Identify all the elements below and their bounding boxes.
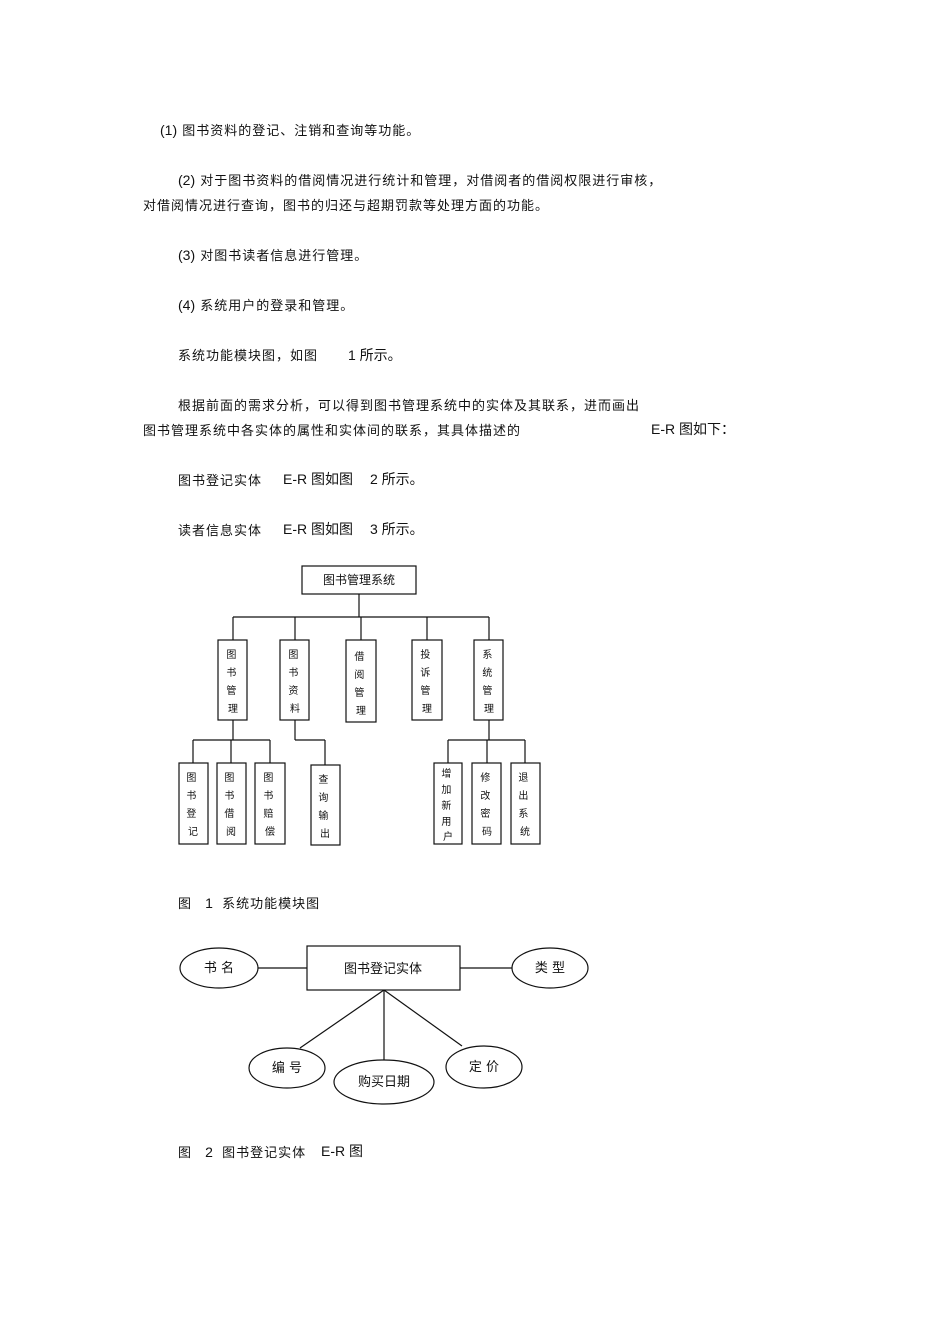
list-item-3: (3) 对图书读者信息进行管理。 <box>178 247 369 264</box>
tree-node-system-management: 系 统 管 理 <box>473 639 504 721</box>
svg-text:图 书 资 料: 图 书 资 料 <box>288 649 301 715</box>
svg-text:修 改 密 码: 修 改 密 码 <box>480 771 493 838</box>
figure-1-caption: 图 1 系统功能模块图 <box>178 895 321 912</box>
svg-text:编 号: 编 号 <box>272 1061 302 1076</box>
svg-text:类 型: 类 型 <box>535 961 565 976</box>
svg-text:系 统 管 理: 系 统 管 理 <box>482 649 495 715</box>
svg-text:图 书 登 记: 图 书 登 记 <box>186 772 199 838</box>
paragraph-er-intro-line1: 根据前面的需求分析，可以得到图书管理系统中的实体及其联系，进而画出 <box>178 399 641 414</box>
tree-node-borrow-management: 借 阅 管 理 <box>345 639 377 723</box>
tree-root-label: 图书管理系统 <box>323 572 395 587</box>
er-entity-book-register: 图书登记实体 <box>306 945 461 991</box>
paragraph-book-entity-fig: 2 所示。 <box>370 471 424 487</box>
tree-node-book-register: 图 书 登 记 <box>178 762 209 845</box>
paragraph-book-entity-er: E-R 图如图 <box>283 471 353 487</box>
svg-text:投 诉 管 理: 投 诉 管 理 <box>420 648 433 715</box>
er-attr-id: 编 号 <box>248 1047 326 1089</box>
paragraph-reader-entity-ref: 读者信息实体 <box>178 524 263 539</box>
svg-text:书 名: 书 名 <box>204 960 234 976</box>
svg-text:图 书 借 阅: 图 书 借 阅 <box>224 772 237 838</box>
er-attr-purchase-date: 购买日期 <box>333 1059 435 1105</box>
svg-text:增 加 新 用: 增 加 新 用 户 <box>441 767 454 843</box>
tree-node-add-user: 增 加 新 用 户 <box>433 762 463 845</box>
svg-text:查 询 输 出: 查 询 输 出 <box>318 773 331 840</box>
tree-node-query-output: 查 询 输 出 <box>310 764 341 846</box>
svg-text:图书登记实体: 图书登记实体 <box>344 962 422 977</box>
paragraph-book-entity-ref: 图书登记实体 <box>178 474 263 489</box>
svg-text:定 价: 定 价 <box>469 1060 499 1075</box>
list-item-1: (1) 图书资料的登记、注销和查询等功能。 <box>160 122 421 139</box>
tree-root-box <box>301 565 417 595</box>
tree-node-book-data: 图 书 资 料 <box>279 639 310 721</box>
paragraph-reader-entity-fig: 3 所示。 <box>370 521 424 537</box>
er-attr-type: 类 型 <box>511 947 589 989</box>
er-diagram: 图书登记实体 书 名 类 型 编 号 购买日期 定 价 <box>179 945 589 1105</box>
svg-text:借 阅 管 理: 借 阅 管 理 <box>354 651 367 717</box>
tree-node-exit-system: 退 出 系 统 <box>510 762 541 845</box>
list-item-2: (2) 对于图书资料的借阅情况进行统计和管理，对借阅者的借阅权限进行审核， <box>178 172 663 189</box>
tree-node-book-compensation: 图 书 赔 偿 <box>254 762 286 845</box>
svg-text:图 书 管 理: 图 书 管 理 <box>226 649 239 715</box>
module-tree-diagram: 图书管理系统 图 书 管 理 图 书 资 料 借 阅 管 理 <box>178 565 541 846</box>
list-item-2-continuation: 对借阅情况进行查询，图书的归还与超期罚款等处理方面的功能。 <box>143 199 550 214</box>
svg-text:购买日期: 购买日期 <box>358 1074 410 1090</box>
list-item-4: (4) 系统用户的登录和管理。 <box>178 297 355 314</box>
er-attr-price: 定 价 <box>445 1045 523 1089</box>
svg-text:图 书 赔 偿: 图 书 赔 偿 <box>263 772 276 838</box>
svg-text:退 出 系 统: 退 出 系 统 <box>518 772 531 838</box>
tree-node-book-borrow: 图 书 借 阅 <box>216 762 247 845</box>
tree-node-book-management: 图 书 管 理 <box>217 639 248 721</box>
figure-2-caption: 图 2 图书登记实体 <box>178 1144 307 1161</box>
er-attr-title: 书 名 <box>179 947 259 989</box>
paragraph-reader-entity-er: E-R 图如图 <box>283 521 353 537</box>
tree-node-complaint-management: 投 诉 管 理 <box>411 639 443 721</box>
figure-2-caption-er: E-R 图 <box>321 1143 363 1159</box>
tree-node-change-password: 修 改 密 码 <box>471 762 502 845</box>
paragraph-module-diagram-ref: 系统功能模块图，如图 1 所示。 <box>178 347 402 364</box>
paragraph-er-intro-line2: 图书管理系统中各实体的属性和实体间的联系，其具体描述的 <box>143 424 522 439</box>
paragraph-er-intro-tail: E-R 图如下： <box>651 421 735 437</box>
